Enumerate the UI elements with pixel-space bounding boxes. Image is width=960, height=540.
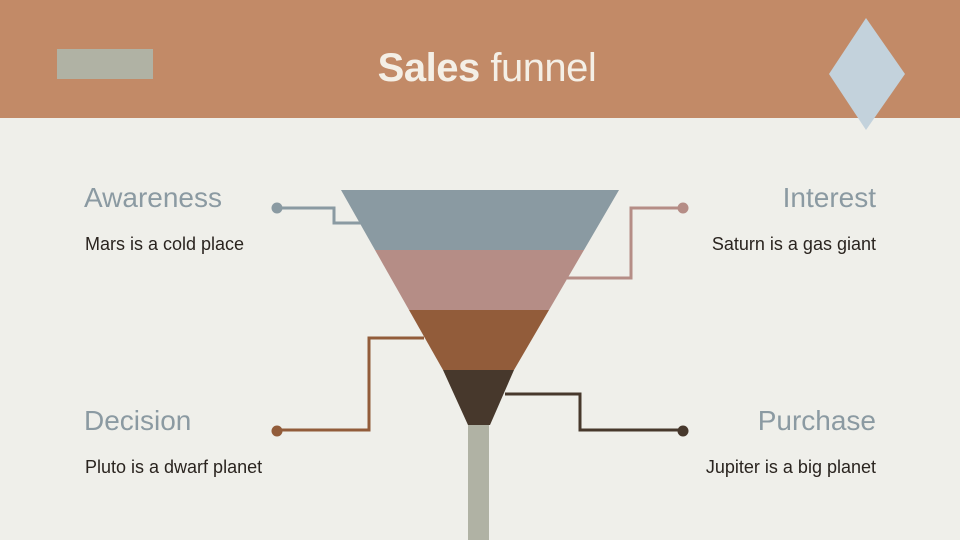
page-title: Sales funnel [0,46,960,91]
dot-interest [677,202,689,214]
stage-label-interest: Interest [782,182,876,213]
dot-purchase [677,425,689,437]
stage-desc-awareness: Mars is a cold place [85,234,245,254]
connector-awareness [277,206,362,225]
funnel-band-decision [409,310,549,370]
funnel-stem [468,424,489,540]
dot-decision [271,425,283,437]
stage-label-purchase: Purchase [757,405,876,436]
stage-label-awareness: Awareness [84,182,223,213]
funnel-band-awareness [341,190,619,250]
stage-desc-purchase: Jupiter is a big planet [705,457,876,477]
decorative-diamond [829,18,905,130]
title-regular: funnel [490,46,597,90]
connector-interest [567,206,682,280]
connector-purchase [505,392,683,432]
decorative-rectangle [57,49,153,79]
funnel-band-interest [375,250,584,310]
title-bold: Sales [377,46,481,90]
connector-decision [277,336,424,432]
stage-desc-decision: Pluto is a dwarf planet [85,457,263,477]
dot-awareness [271,202,283,214]
stage-label-decision: Decision [84,405,192,436]
funnel-band-purchase [443,370,514,425]
header-bar: Sales funnel [0,0,960,118]
stage-desc-interest: Saturn is a gas giant [711,234,876,254]
